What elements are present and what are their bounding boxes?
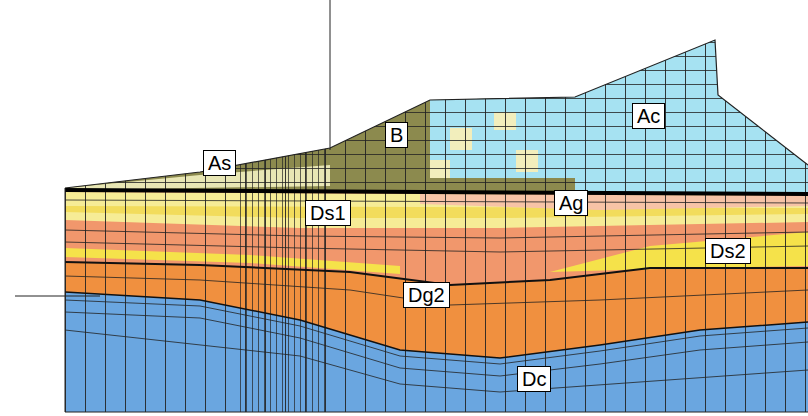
layer-label: Ds2	[705, 238, 751, 264]
layer-name: As	[208, 152, 231, 174]
layer-label: Ag	[554, 190, 588, 216]
layer-name: B	[390, 124, 403, 146]
layer-label: B	[385, 122, 408, 148]
layer-name: Ds2	[710, 240, 746, 262]
layer-label: Dg2	[403, 282, 450, 308]
layer-name: Ds1	[310, 202, 346, 224]
layer-name: Dc	[522, 368, 546, 390]
layer-label: Dc	[517, 366, 551, 392]
layer-name: Ac	[637, 105, 660, 127]
layer-name: Dg2	[408, 284, 445, 306]
layer-label: As	[203, 150, 236, 176]
layer-label: Ac	[632, 103, 665, 129]
layer-name: Ag	[559, 192, 583, 214]
layer-label: Ds1	[305, 200, 351, 226]
